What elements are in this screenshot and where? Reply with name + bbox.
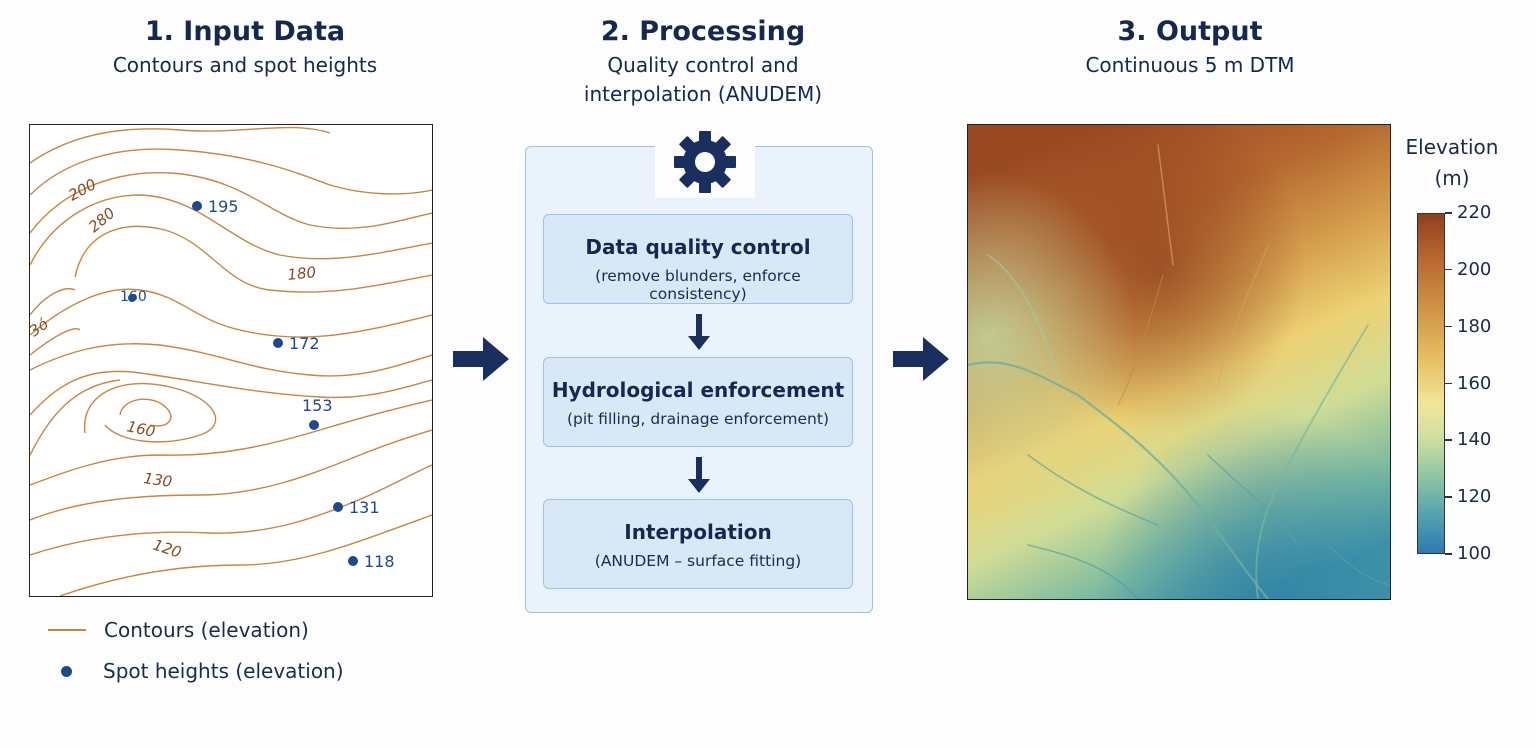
spot-height-point	[309, 420, 319, 430]
contour-line	[59, 514, 432, 596]
step-hydrological-enforcement: Hydrological enforcement (pit filling, d…	[543, 357, 853, 447]
colorbar-tick	[1445, 212, 1452, 214]
contour-line	[74, 225, 432, 293]
contour-label: 280	[85, 204, 119, 236]
contour-label: 3ó	[30, 315, 52, 340]
colorbar-tick-label: 200	[1457, 258, 1492, 280]
contour-line	[30, 399, 432, 486]
elevation-colorbar	[1417, 213, 1445, 554]
contour-label: 160	[125, 417, 157, 441]
colorbar-title-line1: Elevation	[1405, 135, 1499, 159]
spot-height-label: 118	[364, 552, 395, 571]
colorbar-title-line2: (m)	[1434, 166, 1470, 190]
down-arrow-icon	[688, 314, 710, 350]
colorbar-tick	[1445, 439, 1452, 441]
step-subtitle: (remove blunders, enforce consistency)	[595, 267, 801, 303]
colorbar-tick-label: 140	[1457, 429, 1492, 451]
contour-line	[30, 288, 432, 338]
colorbar-tick-label: 100	[1457, 543, 1492, 564]
colorbar-tick	[1445, 268, 1452, 271]
contour-line	[30, 194, 432, 266]
colorbar-tick	[1445, 325, 1452, 328]
contour-label: 180	[287, 263, 317, 284]
contour-legend-swatch	[48, 629, 86, 631]
output-header: 3. Output Continuous 5 m DTM	[985, 15, 1395, 80]
contour-map-panel: 200 280 180 160 130 120 3ó 195 160 172 1…	[29, 124, 433, 597]
contour-line	[30, 172, 432, 234]
gear-icon	[674, 131, 736, 193]
spot-height-label: 172	[289, 334, 320, 353]
contour-lines	[30, 126, 432, 596]
input-header: 1. Input Data Contours and spot heights	[40, 15, 450, 80]
output-subtitle: Continuous 5 m DTM	[1085, 53, 1295, 77]
spot-height-point	[273, 338, 283, 348]
spot-height-point	[348, 556, 358, 566]
contour-line	[30, 464, 432, 556]
step-subtitle: (ANUDEM – surface fitting)	[594, 552, 802, 570]
right-arrow-icon	[893, 337, 949, 381]
step-title: Data quality control	[585, 235, 811, 259]
dtm-surface	[968, 125, 1390, 599]
down-arrow-icon	[688, 457, 710, 493]
step-quality-control: Data quality control (remove blunders, e…	[543, 214, 853, 304]
right-arrow-icon	[453, 337, 509, 381]
colorbar-tick-label: 160	[1457, 372, 1492, 394]
colorbar-tick-label: 220	[1457, 202, 1492, 223]
dtm-map	[967, 124, 1391, 600]
contour-label: 120	[151, 536, 184, 562]
legend-contours-label: Contours (elevation)	[104, 618, 309, 642]
step-interpolation: Interpolation (ANUDEM – surface fitting)	[543, 499, 853, 589]
drainage-network	[968, 144, 1390, 599]
step-subtitle: (pit filling, drainage enforcement)	[566, 410, 829, 428]
contour-line	[119, 398, 172, 427]
contour-map: 200 280 180 160 130 120 3ó 195 160 172 1…	[30, 126, 432, 596]
spot-height-label: 195	[208, 197, 239, 216]
contour-line	[30, 148, 432, 196]
output-title: 3. Output	[1117, 16, 1263, 47]
spot-height-label: 153	[302, 396, 333, 415]
spot-height-label: 160	[120, 289, 147, 305]
contour-line	[30, 429, 432, 521]
legend-spots-label: Spot heights (elevation)	[103, 659, 344, 683]
processing-subtitle-line1: Quality control and	[607, 53, 799, 77]
processing-title: 2. Processing	[600, 16, 806, 47]
legend-spots: Spot heights (elevation)	[47, 659, 344, 683]
input-subtitle: Contours and spot heights	[112, 53, 378, 77]
contour-line	[30, 288, 76, 316]
spot-height-point	[192, 201, 202, 211]
step-title: Hydrological enforcement	[551, 378, 845, 402]
contour-line	[30, 328, 81, 356]
processing-subtitle-line2: interpolation (ANUDEM)	[583, 82, 823, 106]
input-title: 1. Input Data	[144, 16, 346, 47]
contour-line	[30, 379, 121, 456]
step-title: Interpolation	[624, 520, 772, 544]
legend-contours: Contours (elevation)	[48, 618, 309, 642]
spot-height-point	[128, 294, 136, 302]
colorbar-tick	[1445, 496, 1452, 498]
processing-header: 2. Processing Quality control and interp…	[520, 15, 886, 109]
spot-legend-swatch	[61, 665, 72, 677]
spot-heights: 195 160 172 153 131 118	[120, 197, 395, 571]
colorbar-tick-label: 120	[1457, 486, 1492, 508]
gear-holder	[655, 126, 755, 198]
spot-height-point	[333, 502, 343, 512]
contour-line	[83, 382, 217, 443]
colorbar-tick	[1445, 382, 1452, 384]
colorbar-title: Elevation (m)	[1404, 132, 1500, 194]
contour-line	[30, 343, 432, 377]
contour-line	[30, 126, 331, 164]
colorbar-tick	[1445, 553, 1452, 555]
contour-label: 130	[142, 469, 173, 491]
spot-height-label: 131	[349, 498, 380, 517]
contour-line	[30, 370, 432, 416]
contour-label: 200	[65, 175, 99, 204]
colorbar-tick-label: 180	[1457, 315, 1492, 337]
